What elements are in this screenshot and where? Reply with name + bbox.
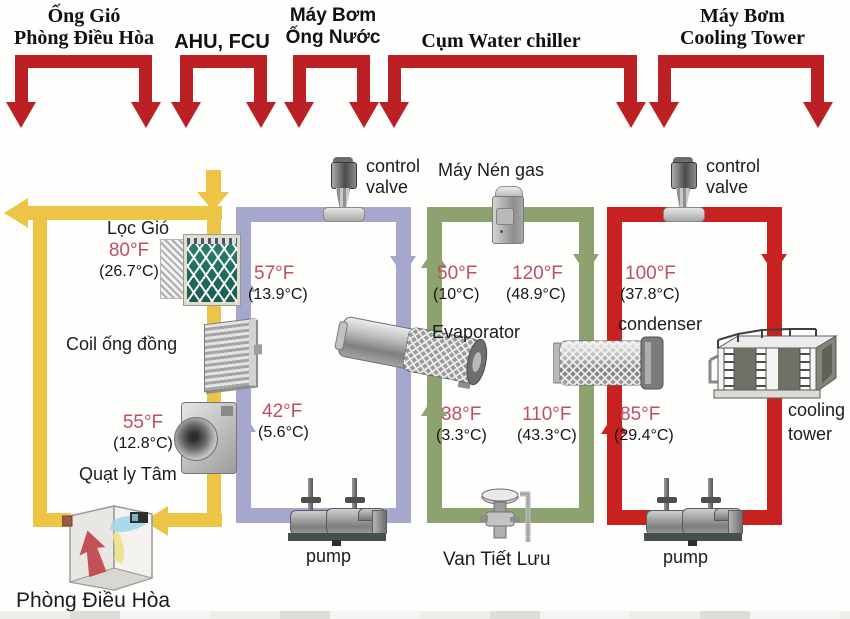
refrigerant-down-arrow-icon [573, 254, 599, 274]
cooling-tower-graphic [708, 328, 838, 399]
bracket-arrow-water-pump [284, 55, 379, 128]
control-valve-label: control valve [366, 156, 421, 197]
bracket-arrow-ahu [171, 55, 276, 128]
bracket-label-duct-line2: Phòng Điều Hòa [13, 27, 155, 49]
bracket-label-chiller: Cụm Water chiller [421, 30, 581, 52]
down-arrow-icon [379, 102, 409, 128]
bracket-arrow-duct [6, 55, 161, 128]
filter-label: Lọc Gió [107, 218, 170, 238]
control-valve-label: control valve [706, 156, 761, 197]
air-filter-graphic [160, 235, 240, 305]
evaporator-graphic [334, 316, 488, 390]
air-duct-return-stub [206, 170, 221, 196]
temp-condenser-out: 110°F (43.3°C) [517, 404, 577, 444]
cooling-coil-graphic [204, 317, 262, 393]
fan-label: Quạt ly Tâm [79, 464, 177, 484]
bracket-label-tower-pump: Máy Bơm Cooling Tower [679, 5, 806, 49]
bracket-label-ahu: AHU, FCU [174, 31, 270, 53]
temp-evaporator-in: 38°F (3.3°C) [436, 404, 487, 444]
expansion-valve-graphic [480, 488, 531, 542]
bottom-edge-artifact [0, 611, 850, 619]
condenser-water-up-arrow-icon [601, 414, 627, 434]
chilled-water-down-arrow-icon [390, 256, 416, 276]
down-arrow-icon [171, 102, 201, 128]
down-arrow-icon [6, 102, 36, 128]
pump-label: pump [306, 546, 352, 566]
control-valve-graphic [322, 157, 365, 223]
bracket-arrow-chiller [379, 55, 646, 128]
fan-inlet-icon [174, 417, 218, 461]
down-arrow-icon [246, 102, 276, 128]
condenser-graphic [553, 336, 664, 390]
down-arrow-icon [616, 102, 646, 128]
air-filter-front-panel [184, 235, 240, 305]
compressor-label: Máy Nén gas [438, 160, 545, 180]
bracket-label-duct-line1: Ống Gió [47, 5, 121, 27]
compressor-graphic [492, 186, 524, 244]
evaporator-label: Evaporator [432, 322, 521, 342]
bracket-label-duct: Ống Gió Phòng Điều Hòa [0, 5, 168, 49]
down-arrow-icon [131, 102, 161, 128]
pump-graphic [288, 478, 388, 546]
down-arrow-icon [284, 102, 314, 128]
refrigerant-up-arrow-icon [421, 248, 447, 268]
expansion-valve-label: Van Tiết Lưu [443, 549, 551, 570]
down-arrow-icon [649, 102, 679, 128]
bracket-arrow-tower-pump [649, 55, 833, 128]
temp-suction: 50°F (10°C) [433, 263, 480, 303]
pump-graphic [644, 478, 744, 546]
cooling-tower-label-line2: tower [788, 424, 833, 444]
temp-discharge: 120°F (48.9°C) [506, 263, 566, 303]
temp-cw-out: 100°F (37.8°C) [620, 263, 680, 303]
coil-label: Coil ống đồng [66, 334, 178, 354]
down-arrow-icon [349, 102, 379, 128]
bracket-label-water-pump: Máy Bơm Ống Nước [285, 5, 381, 48]
air-flow-down-arrow-icon [197, 192, 229, 211]
air-flow-left-arrow-icon [4, 198, 28, 228]
temp-chw-return: 57°F (13.9°C) [248, 263, 308, 303]
air-duct-bottom-right-pipe [168, 513, 222, 527]
pump-label: pump [663, 547, 709, 567]
air-duct-top-pipe [20, 206, 222, 220]
centrifugal-fan-graphic [174, 402, 237, 474]
temp-supply-air: 55°F (12.8°C) [113, 412, 173, 452]
temp-chw-supply: 42°F (5.6°C) [258, 401, 309, 441]
air-duct-left-pipe [33, 206, 47, 527]
temp-cw-in: 85°F (29.4°C) [614, 404, 674, 444]
room-graphic [62, 505, 154, 592]
cooling-tower-label-line1: cooling [788, 400, 846, 420]
condenser-water-down-arrow-icon [761, 254, 787, 274]
room-label: Phòng Điều Hòa [16, 589, 171, 612]
temp-return-air: 80°F (26.7°C) [99, 240, 159, 280]
control-valve-graphic [662, 157, 705, 223]
condenser-label: condenser [618, 314, 703, 334]
refrigerant-up-arrow-icon [421, 396, 447, 416]
down-arrow-icon [803, 102, 833, 128]
